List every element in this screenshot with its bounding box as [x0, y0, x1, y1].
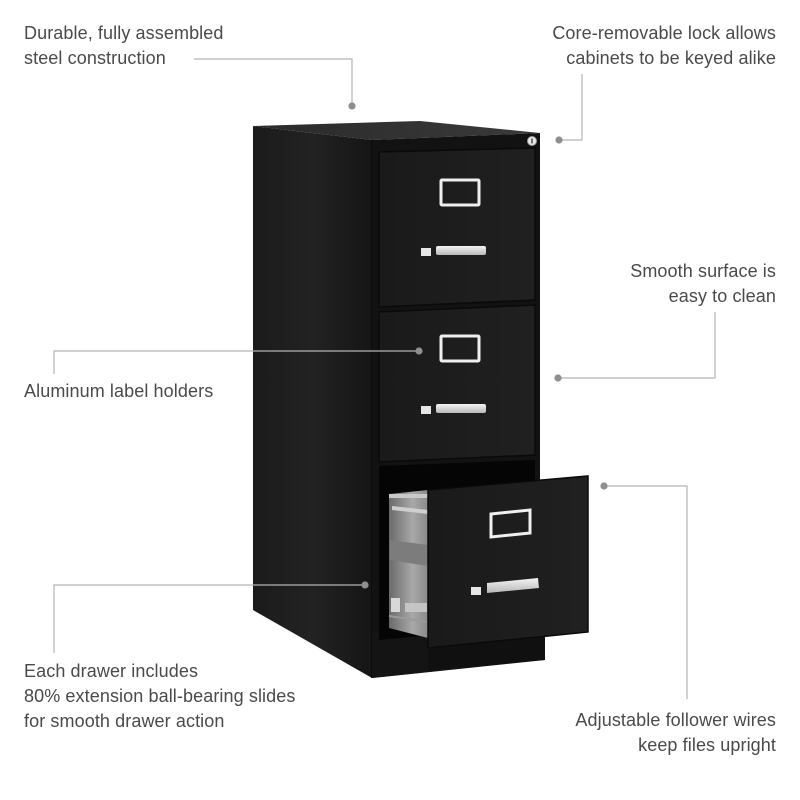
- leader-follower-wires: [600, 482, 688, 699]
- callout-follower-wires: Adjustable follower wires keep files upr…: [575, 708, 776, 758]
- drawer-top: [378, 147, 536, 308]
- callout-line: easy to clean: [668, 286, 776, 306]
- callout-line: cabinets to be keyed alike: [566, 48, 776, 68]
- callout-line: Core-removable lock allows: [552, 23, 776, 43]
- callout-line: Smooth surface is: [630, 261, 776, 281]
- callout-line: keep files upright: [638, 735, 776, 755]
- callout-label-holders: Aluminum label holders: [24, 379, 213, 404]
- leader-steel-construction: [194, 58, 356, 110]
- callout-line: steel construction: [24, 48, 166, 68]
- leader-core-removable-lock: [555, 74, 583, 144]
- drawer-bottom-open: [388, 475, 589, 670]
- drawer-handle-icon: [471, 578, 539, 595]
- leader-label-holders: [53, 347, 423, 374]
- callout-line: Adjustable follower wires: [575, 710, 776, 730]
- label-holder-icon: [489, 508, 532, 539]
- drawer-handle-icon: [421, 404, 486, 414]
- leader-ball-bearing-slides: [53, 581, 369, 653]
- callout-line: Aluminum label holders: [24, 381, 214, 401]
- leader-smooth-surface: [554, 312, 716, 382]
- ball-bearing-slide-icon: [388, 598, 429, 623]
- label-holder-icon: [439, 178, 481, 207]
- callout-line: Durable, fully assembled: [24, 23, 224, 43]
- label-holder-icon: [439, 334, 481, 363]
- callout-line: 80% extension ball-bearing slides: [24, 686, 296, 706]
- callout-smooth-surface: Smooth surface is easy to clean: [630, 259, 776, 309]
- cabinet-top: [253, 121, 540, 140]
- drawer-handle-icon: [421, 246, 486, 256]
- callout-line: for smooth drawer action: [24, 711, 225, 731]
- lock-icon: [527, 136, 537, 146]
- callout-line: Each drawer includes: [24, 661, 199, 681]
- callout-ball-bearing-slides: Each drawer includes 80% extension ball-…: [24, 659, 295, 734]
- drawer-middle: [378, 304, 536, 463]
- callout-core-removable-lock: Core-removable lock allows cabinets to b…: [552, 21, 776, 71]
- callout-steel-construction: Durable, fully assembled steel construct…: [24, 21, 224, 71]
